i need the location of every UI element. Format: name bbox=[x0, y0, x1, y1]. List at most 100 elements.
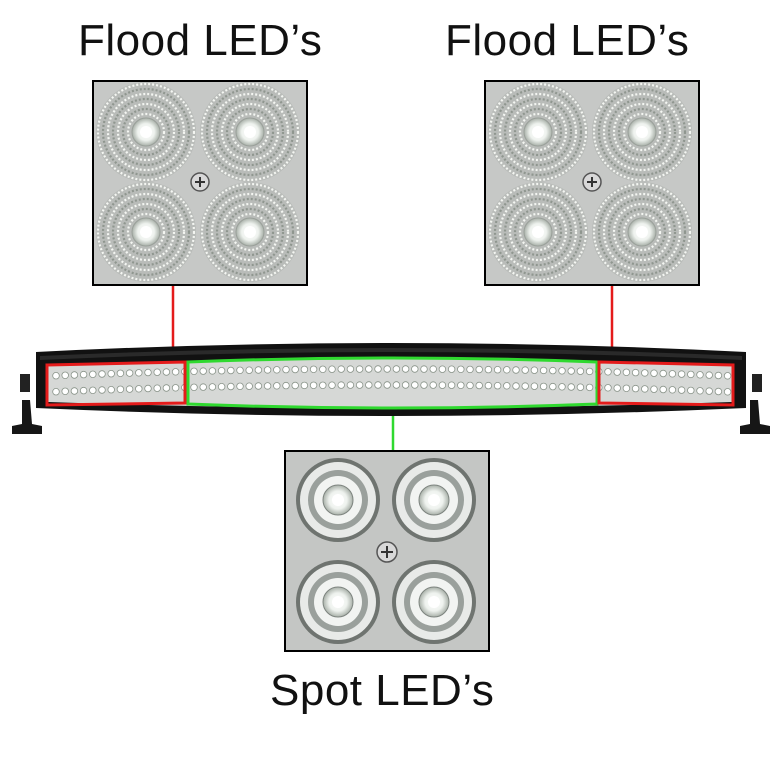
led-dot bbox=[300, 381, 309, 390]
led-dot bbox=[263, 366, 272, 374]
led-dot bbox=[61, 387, 69, 395]
spot-leds-label: Spot LED’s bbox=[270, 666, 495, 715]
led-dot bbox=[392, 381, 401, 389]
led-dot bbox=[631, 384, 640, 393]
flood-led-reflector bbox=[488, 82, 588, 182]
spot-led-cluster-icon bbox=[286, 452, 488, 650]
led-dot bbox=[135, 385, 143, 393]
led-dot bbox=[144, 384, 152, 393]
led-dot bbox=[659, 369, 667, 378]
led-dot bbox=[429, 365, 437, 373]
led-dot bbox=[383, 365, 391, 373]
led-dot bbox=[567, 383, 575, 391]
led-dot bbox=[622, 384, 631, 392]
led-dot bbox=[346, 381, 355, 389]
led-dot bbox=[263, 382, 272, 390]
led-dot bbox=[512, 382, 520, 390]
led-dot bbox=[705, 371, 713, 379]
led-dot bbox=[687, 370, 695, 379]
led-array bbox=[52, 365, 732, 396]
led-dot bbox=[668, 386, 677, 394]
led-dot bbox=[355, 365, 364, 373]
led-dot bbox=[153, 384, 161, 392]
led-dot bbox=[245, 366, 253, 374]
led-dot bbox=[411, 365, 419, 373]
led-dot bbox=[493, 382, 502, 390]
led-dot bbox=[585, 367, 594, 376]
led-dot bbox=[236, 366, 244, 374]
spot-led-reflector bbox=[392, 560, 476, 644]
led-dot bbox=[558, 367, 566, 375]
led-dot bbox=[79, 386, 88, 395]
led-dot bbox=[374, 381, 382, 389]
led-dot bbox=[549, 382, 557, 391]
led-dot bbox=[383, 381, 391, 389]
led-dot bbox=[355, 381, 364, 389]
led-dot bbox=[696, 371, 704, 379]
led-dot bbox=[411, 381, 419, 389]
led-dot bbox=[521, 366, 529, 374]
led-dot bbox=[484, 381, 493, 390]
led-dot bbox=[116, 369, 125, 377]
led-dot bbox=[613, 368, 621, 376]
led-dot bbox=[199, 383, 207, 391]
led-dot bbox=[171, 384, 180, 392]
led-dot bbox=[558, 383, 566, 391]
led-dot bbox=[438, 365, 447, 373]
led-dot bbox=[245, 382, 253, 390]
led-dot bbox=[631, 368, 640, 377]
led-dot bbox=[254, 366, 263, 374]
led-dot bbox=[604, 384, 612, 392]
led-dot bbox=[116, 385, 125, 393]
led-dot bbox=[144, 368, 152, 377]
led-dot bbox=[457, 365, 465, 373]
led-dot bbox=[650, 385, 658, 393]
led-dot bbox=[52, 372, 60, 380]
led-dot bbox=[217, 367, 226, 375]
led-dot bbox=[723, 388, 732, 396]
led-dot bbox=[539, 366, 548, 375]
led-dot bbox=[61, 371, 69, 379]
led-dot bbox=[162, 384, 171, 392]
led-dot bbox=[677, 370, 686, 378]
led-dot bbox=[493, 366, 502, 374]
led-dot bbox=[714, 371, 723, 380]
led-dot bbox=[585, 383, 594, 392]
flood-led-reflector bbox=[592, 182, 692, 282]
led-dot bbox=[346, 365, 355, 373]
led-dot bbox=[503, 366, 511, 374]
flood-led-closeup-left bbox=[92, 80, 308, 286]
led-dot bbox=[365, 381, 373, 389]
led-dot bbox=[466, 381, 474, 390]
led-dot bbox=[475, 365, 483, 374]
led-dot bbox=[190, 367, 198, 375]
led-dot bbox=[52, 388, 60, 396]
flood-led-reflector bbox=[96, 182, 196, 282]
led-dot bbox=[70, 387, 79, 395]
led-dot bbox=[282, 381, 290, 390]
led-dot bbox=[549, 366, 557, 375]
led-dot bbox=[668, 370, 677, 378]
led-dot bbox=[171, 368, 180, 376]
led-dot bbox=[650, 369, 658, 377]
led-dot bbox=[89, 386, 97, 394]
led-dot bbox=[300, 365, 309, 374]
led-dot bbox=[208, 383, 217, 391]
flood-right-highlight bbox=[597, 360, 735, 407]
led-dot bbox=[89, 370, 97, 378]
led-dot bbox=[659, 385, 667, 394]
flood-led-reflector bbox=[200, 82, 300, 182]
led-dot bbox=[79, 370, 88, 379]
led-dot bbox=[98, 386, 106, 394]
led-dot bbox=[723, 372, 732, 380]
led-dot bbox=[466, 365, 474, 374]
led-dot bbox=[98, 370, 106, 378]
led-dot bbox=[236, 382, 244, 390]
led-dot bbox=[447, 381, 456, 389]
flood-led-cluster-icon bbox=[94, 82, 306, 284]
led-dot bbox=[512, 366, 520, 374]
led-dot bbox=[604, 368, 612, 376]
led-dot bbox=[521, 382, 529, 390]
led-dot bbox=[309, 381, 318, 389]
